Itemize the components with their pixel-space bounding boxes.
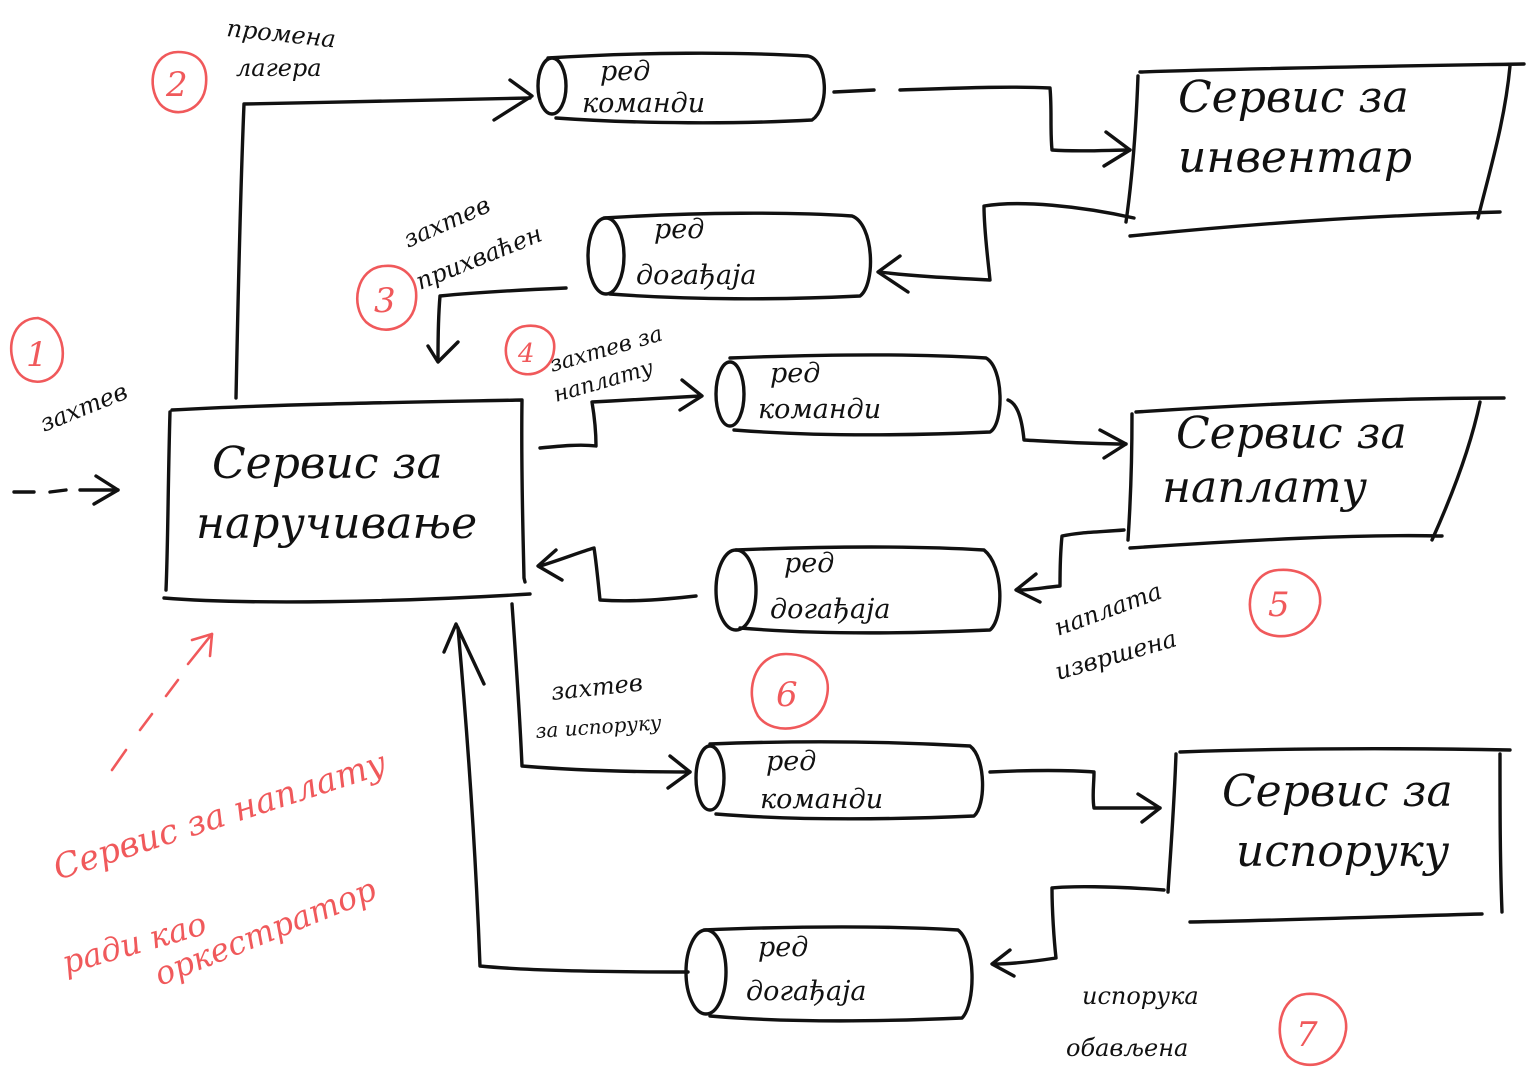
step-5-badge: 5 — [1248, 568, 1322, 638]
step-6-number: 6 — [776, 675, 798, 715]
ordering-service-box: Сервис за наручивање — [162, 398, 532, 604]
step-1-label: захтев — [36, 377, 132, 437]
queue-label-line1: ред — [600, 56, 650, 87]
queue-label-line2: команди — [760, 784, 883, 815]
step-4-number: 4 — [517, 339, 535, 369]
event-queue-delivery: ред догађаја — [684, 925, 974, 1023]
step-3-badge: 3 — [356, 264, 418, 331]
payment-service-line1: Сервис за — [1176, 408, 1407, 459]
step-1-number: 1 — [26, 335, 48, 375]
step-1-badge: 1 — [9, 316, 65, 383]
ordering-service-line1: Сервис за — [212, 438, 443, 489]
event-queue-inventory: ред догађаја — [586, 211, 873, 301]
delivery-service-line2: испоруку — [1236, 826, 1450, 877]
arrow-ordering-to-inventory-commands — [234, 78, 534, 400]
arrow-ordering-to-payment-commands — [538, 378, 704, 450]
queue-label-line2: команди — [582, 88, 705, 119]
step-7-label-line2: обављена — [1066, 1034, 1188, 1062]
arrow-delivery-to-event-queue — [990, 885, 1166, 978]
queue-label-line1: ред — [766, 746, 816, 777]
arrow-command-queue-to-payment — [1006, 398, 1128, 460]
arrow-ordering-to-delivery-commands — [510, 602, 692, 790]
queue-label-line2: догађаја — [770, 594, 891, 625]
queue-label-line1: ред — [654, 214, 704, 245]
inventory-service-line1: Сервис за — [1178, 72, 1409, 123]
payment-service-box: Сервис за наплату — [1126, 396, 1506, 550]
step-2-badge: 2 — [151, 50, 208, 114]
step-7-badge: 7 — [1278, 992, 1348, 1067]
arrow-event-queue-to-ordering-delivery — [442, 622, 690, 974]
payment-service-line2: наплату — [1162, 462, 1368, 513]
arrow-command-queue-to-delivery — [988, 768, 1162, 824]
orchestrator-note: Сервис за наплату ради као оркестратор — [48, 632, 392, 993]
queue-label-line2: команди — [758, 394, 881, 425]
arrow-payment-to-event-queue — [1014, 528, 1126, 604]
event-queue-payment: ред догађаја — [714, 545, 1002, 635]
queue-label-line1: ред — [770, 358, 820, 389]
step-7-label-line1: испорука — [1082, 982, 1199, 1010]
incoming-request-arrow — [12, 474, 120, 506]
orchestrator-note-line1: Сервис за наплату — [48, 743, 391, 889]
step-2-label-line2: лагера — [236, 54, 322, 82]
inventory-service-box: Сервис за инвентар — [1124, 62, 1526, 238]
command-queue-inventory: ред команди — [536, 51, 826, 125]
queue-label-line1: ред — [758, 932, 808, 963]
arrow-event-queue-to-ordering — [426, 286, 568, 364]
arrow-event-queue-to-ordering-payment — [536, 546, 698, 603]
command-queue-delivery: ред команди — [694, 740, 985, 821]
delivery-service-line1: Сервис за — [1222, 766, 1453, 817]
delivery-service-box: Сервис за испоруку — [1166, 746, 1512, 924]
queue-label-line1: ред — [784, 548, 834, 579]
step-3-number: 3 — [374, 281, 396, 321]
step-6-label-line2: за испоруку — [535, 710, 663, 743]
step-2-number: 2 — [165, 65, 188, 105]
step-6-label-line1: захтев — [550, 669, 644, 706]
queue-label-line2: догађаја — [636, 260, 757, 291]
arrow-inventory-to-event-queue — [876, 201, 1136, 294]
arrow-command-queue-to-inventory — [832, 85, 1132, 168]
step-7-number: 7 — [1296, 1015, 1318, 1055]
step-6-badge: 6 — [750, 652, 829, 730]
step-5-number: 5 — [1268, 585, 1290, 625]
inventory-service-line2: инвентар — [1178, 132, 1412, 183]
step-2-label-line1: промена — [225, 14, 337, 53]
ordering-service-line2: наручивање — [196, 498, 477, 549]
step-4-badge: 4 — [504, 324, 556, 376]
queue-label-line2: догађаја — [746, 976, 867, 1007]
command-queue-payment: ред команди — [714, 353, 1002, 437]
